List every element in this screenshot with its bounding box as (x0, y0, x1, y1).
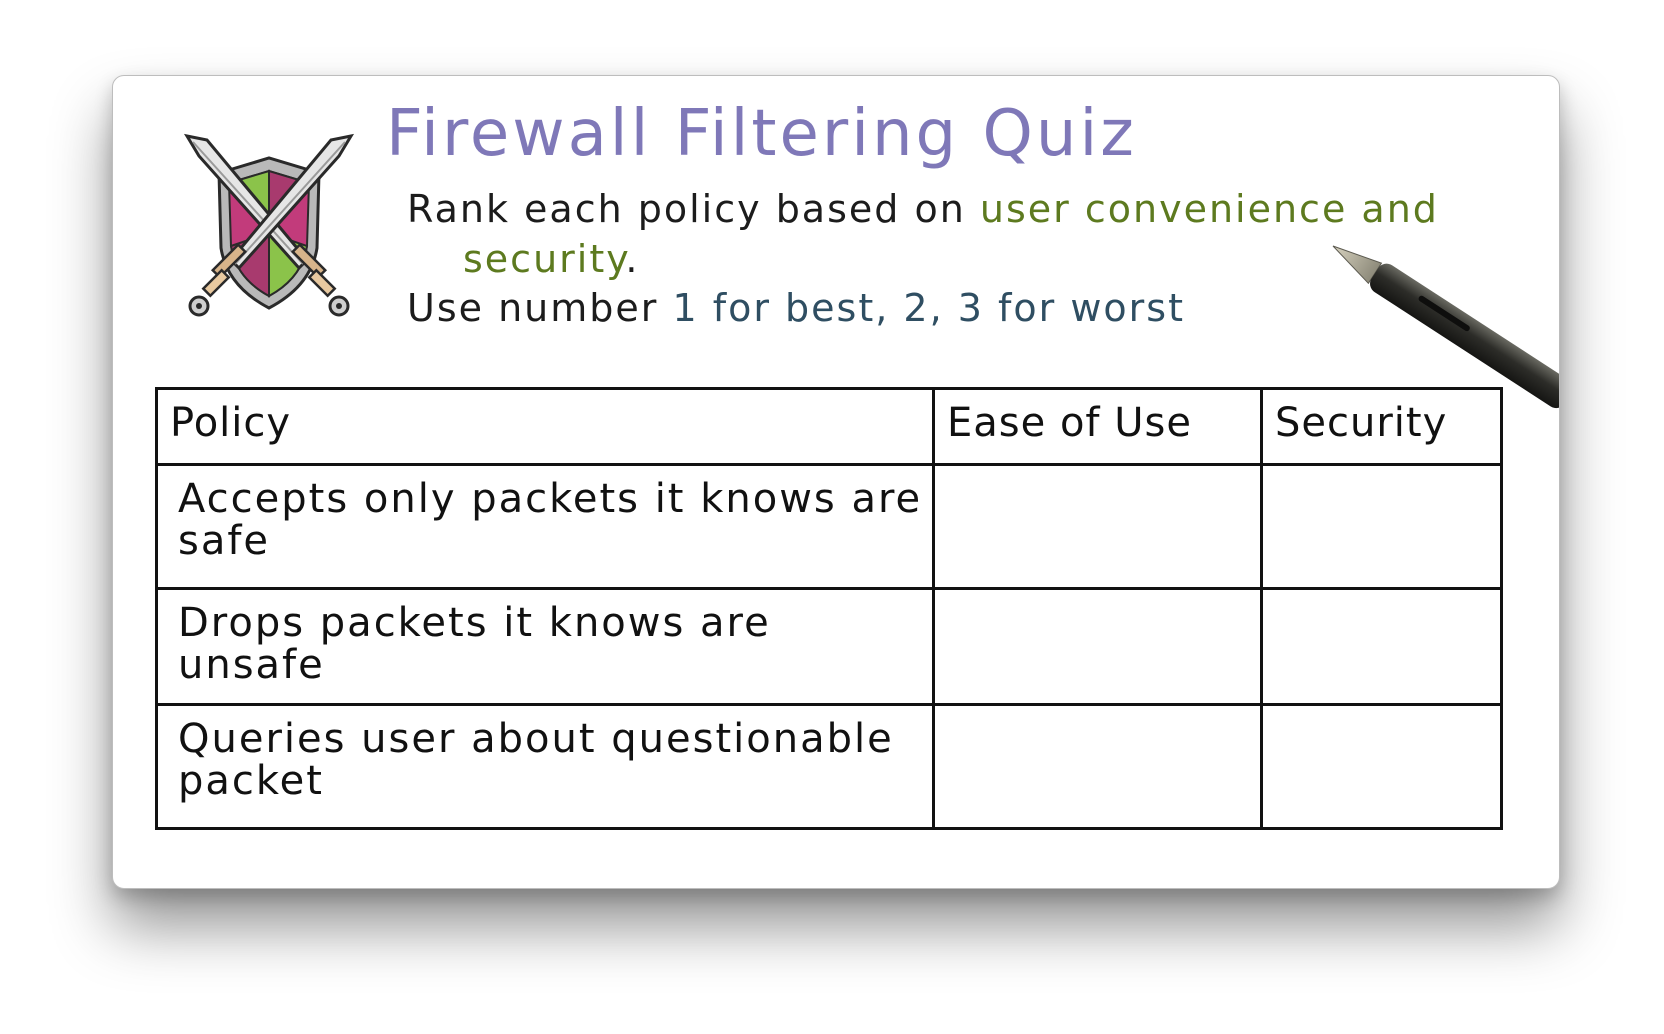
ease-of-use-answer-cell[interactable] (932, 587, 1263, 706)
header-policy: Policy (155, 387, 935, 466)
header-security: Security (1260, 387, 1503, 466)
policy-cell: Queries user about questionable packet (155, 703, 935, 830)
ranking-prefix: Use number (407, 286, 673, 330)
instruction-highlight-b: security (463, 237, 626, 281)
crossed-swords-shield-icon (183, 133, 355, 317)
ease-of-use-answer-cell[interactable] (932, 463, 1263, 590)
table-row: Accepts only packets it knows are safe (155, 463, 1503, 590)
ease-of-use-answer-cell[interactable] (932, 703, 1263, 830)
policy-cell: Drops packets it knows are unsafe (155, 587, 935, 706)
instruction-part1: Rank each policy based on (407, 187, 980, 231)
security-answer-cell[interactable] (1260, 463, 1503, 590)
ranking-instruction: Use number 1 for best, 2, 3 for worst (407, 286, 1185, 330)
instruction-end: . (625, 237, 640, 281)
quiz-slide: Firewall Filtering Quiz Rank each policy… (112, 75, 1560, 889)
ranking-highlight: 1 for best, 2, 3 for worst (672, 286, 1185, 330)
instruction-highlight-a: user convenience and (979, 187, 1439, 231)
table-row: Drops packets it knows are unsafe (155, 587, 1503, 706)
table-row: Queries user about questionable packet (155, 703, 1503, 830)
policy-cell: Accepts only packets it knows are safe (155, 463, 935, 590)
header-ease-of-use: Ease of Use (932, 387, 1263, 466)
quiz-table: Policy Ease of Use Security Accepts only… (155, 387, 1503, 830)
table-header-row: Policy Ease of Use Security (155, 387, 1503, 466)
security-answer-cell[interactable] (1260, 703, 1503, 830)
security-answer-cell[interactable] (1260, 587, 1503, 706)
quiz-title: Firewall Filtering Quiz (386, 97, 1137, 171)
instruction-text: Rank each policy based on user convenien… (407, 184, 1437, 284)
